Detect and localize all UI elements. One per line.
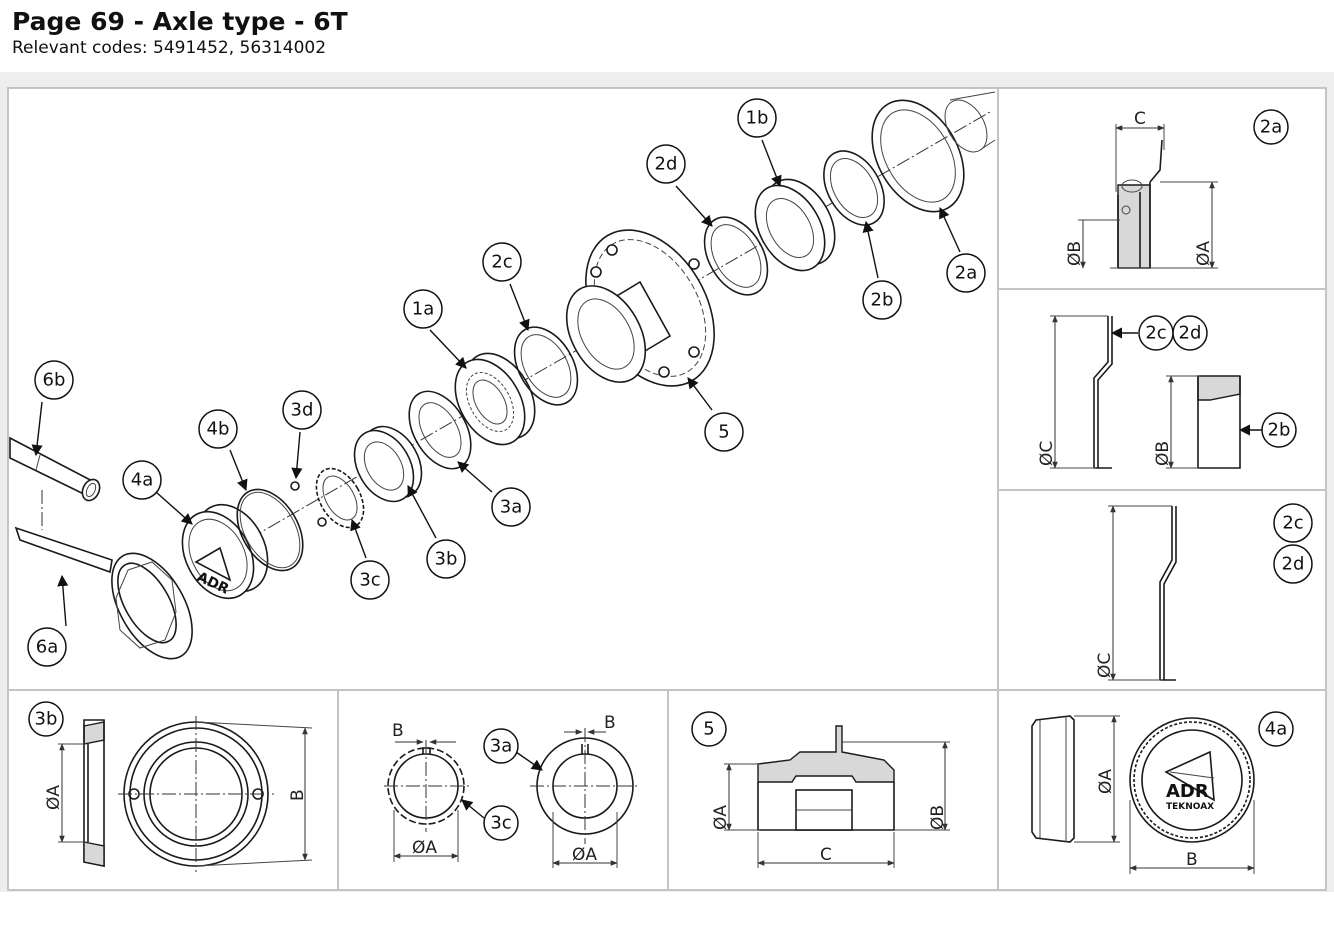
exploded-assembly: ADR <box>9 91 996 667</box>
svg-text:1a: 1a <box>412 299 434 320</box>
part-4b-o-ring <box>236 488 304 572</box>
dim-3c-a: ØA <box>412 838 437 858</box>
callout-4b: 4b <box>198 409 238 449</box>
part-4a-hub-cap: ADR <box>181 503 269 600</box>
nut-3b-views: ØA B 3b <box>28 701 313 872</box>
part-1a-bearing <box>454 352 536 446</box>
hub-5-section: ØA ØB C 5 <box>691 711 950 868</box>
cap-4a-logo: ADR <box>1166 781 1209 802</box>
callout-4a: 4a <box>122 460 162 500</box>
callout-1a: 1a <box>403 289 443 329</box>
tag-2c-lower: 2c <box>1282 513 1303 534</box>
dim-2a-c: C <box>1134 109 1146 129</box>
svg-text:2c: 2c <box>491 252 512 273</box>
svg-text:2a: 2a <box>955 263 977 284</box>
ring-2c-2d-section: ØC 2c 2d <box>1095 503 1313 681</box>
tag-2d-upper: 2d <box>1179 323 1202 344</box>
part-3c-lock-washer <box>315 467 365 529</box>
tag-3c: 3c <box>490 813 511 834</box>
callout-2b: 2b <box>862 280 902 320</box>
tag-3b: 3b <box>35 709 58 730</box>
svg-text:3c: 3c <box>359 570 380 591</box>
part-5-hub <box>565 229 715 387</box>
dim-2a-b: ØB <box>1065 241 1085 266</box>
callout-2d: 2d <box>646 144 686 184</box>
part-2d-ring <box>703 216 769 296</box>
svg-text:2b: 2b <box>871 290 894 311</box>
seal-2a-section: C ØB ØA 2a <box>1065 109 1289 269</box>
cap-4a-logo-sub: TEKNOAX <box>1166 802 1214 812</box>
tag-5: 5 <box>703 719 714 740</box>
callout-labels: 6b 6a 4a 4b 3d 3c 3b 3a 1a 2c 5 2d 1b 2b… <box>27 98 986 667</box>
tag-2a: 2a <box>1260 117 1282 138</box>
tag-2d-lower: 2d <box>1282 554 1305 575</box>
dim-2b-b: ØB <box>1153 441 1173 466</box>
tag-3a: 3a <box>490 736 512 757</box>
dim-3a-a: ØA <box>572 845 597 865</box>
dim-3b-b: B <box>288 789 308 801</box>
svg-text:3a: 3a <box>500 497 522 518</box>
dim-4a-b: B <box>1186 850 1198 870</box>
dim-5-a: ØA <box>711 805 731 830</box>
part-2b-ring <box>823 150 885 226</box>
tag-4a: 4a <box>1265 719 1287 740</box>
callout-6b: 6b <box>34 360 74 400</box>
part-1b-bearing <box>754 178 836 272</box>
dim-3c-b: B <box>392 721 404 741</box>
svg-text:4b: 4b <box>207 419 230 440</box>
callout-3a: 3a <box>491 487 531 527</box>
page-title: Page 69 - Axle type - 6T <box>12 7 348 36</box>
dim-2c-c: ØC <box>1037 441 1057 466</box>
part-6a-wrench <box>14 526 193 660</box>
rings-2c-2d-2b-section: ØC 2c 2d ØB 2b <box>1037 315 1297 469</box>
dim-5-b: ØB <box>928 805 948 830</box>
callout-5: 5 <box>704 412 744 452</box>
part-3b-nut <box>353 425 423 503</box>
tag-2c-upper: 2c <box>1145 323 1166 344</box>
tag-2b: 2b <box>1268 420 1291 441</box>
callout-3d: 3d <box>282 390 322 430</box>
part-3d-screws <box>290 481 327 527</box>
dim-3a-b: B <box>604 713 616 733</box>
callout-3c: 3c <box>350 560 390 600</box>
dim-3b-a: ØA <box>44 785 64 810</box>
cap-4a-views: ØA ADR TEKNOAX B 4a <box>1031 711 1294 874</box>
panel-ring-2c-2d <box>997 489 1327 691</box>
svg-text:6b: 6b <box>43 370 66 391</box>
svg-text:2d: 2d <box>655 154 678 175</box>
dim-4a-a: ØA <box>1096 769 1116 794</box>
callout-leaders <box>31 139 961 627</box>
dim-2a-a: ØA <box>1194 241 1214 266</box>
svg-text:4a: 4a <box>131 470 153 491</box>
washer-3a-3c-views: B ØA 3c B ØA 3a <box>384 713 640 868</box>
dim-5-c: C <box>820 845 832 865</box>
axle-shaft-end <box>944 91 996 153</box>
callout-6a: 6a <box>27 627 67 667</box>
page-header: Page 69 - Axle type - 6T Relevant codes:… <box>12 6 348 58</box>
svg-text:3d: 3d <box>291 400 314 421</box>
callout-2c: 2c <box>482 242 522 282</box>
callout-1b: 1b <box>737 98 777 138</box>
svg-text:5: 5 <box>718 422 729 443</box>
callout-2a: 2a <box>946 253 986 293</box>
callout-3b: 3b <box>426 539 466 579</box>
panel-washer-3a-3c <box>337 689 669 891</box>
svg-text:6a: 6a <box>36 637 58 658</box>
dim-2c2d-c: ØC <box>1095 653 1115 678</box>
svg-text:3b: 3b <box>435 549 458 570</box>
relevant-codes: Relevant codes: 5491452, 56314002 <box>12 38 327 58</box>
svg-text:1b: 1b <box>746 108 769 129</box>
